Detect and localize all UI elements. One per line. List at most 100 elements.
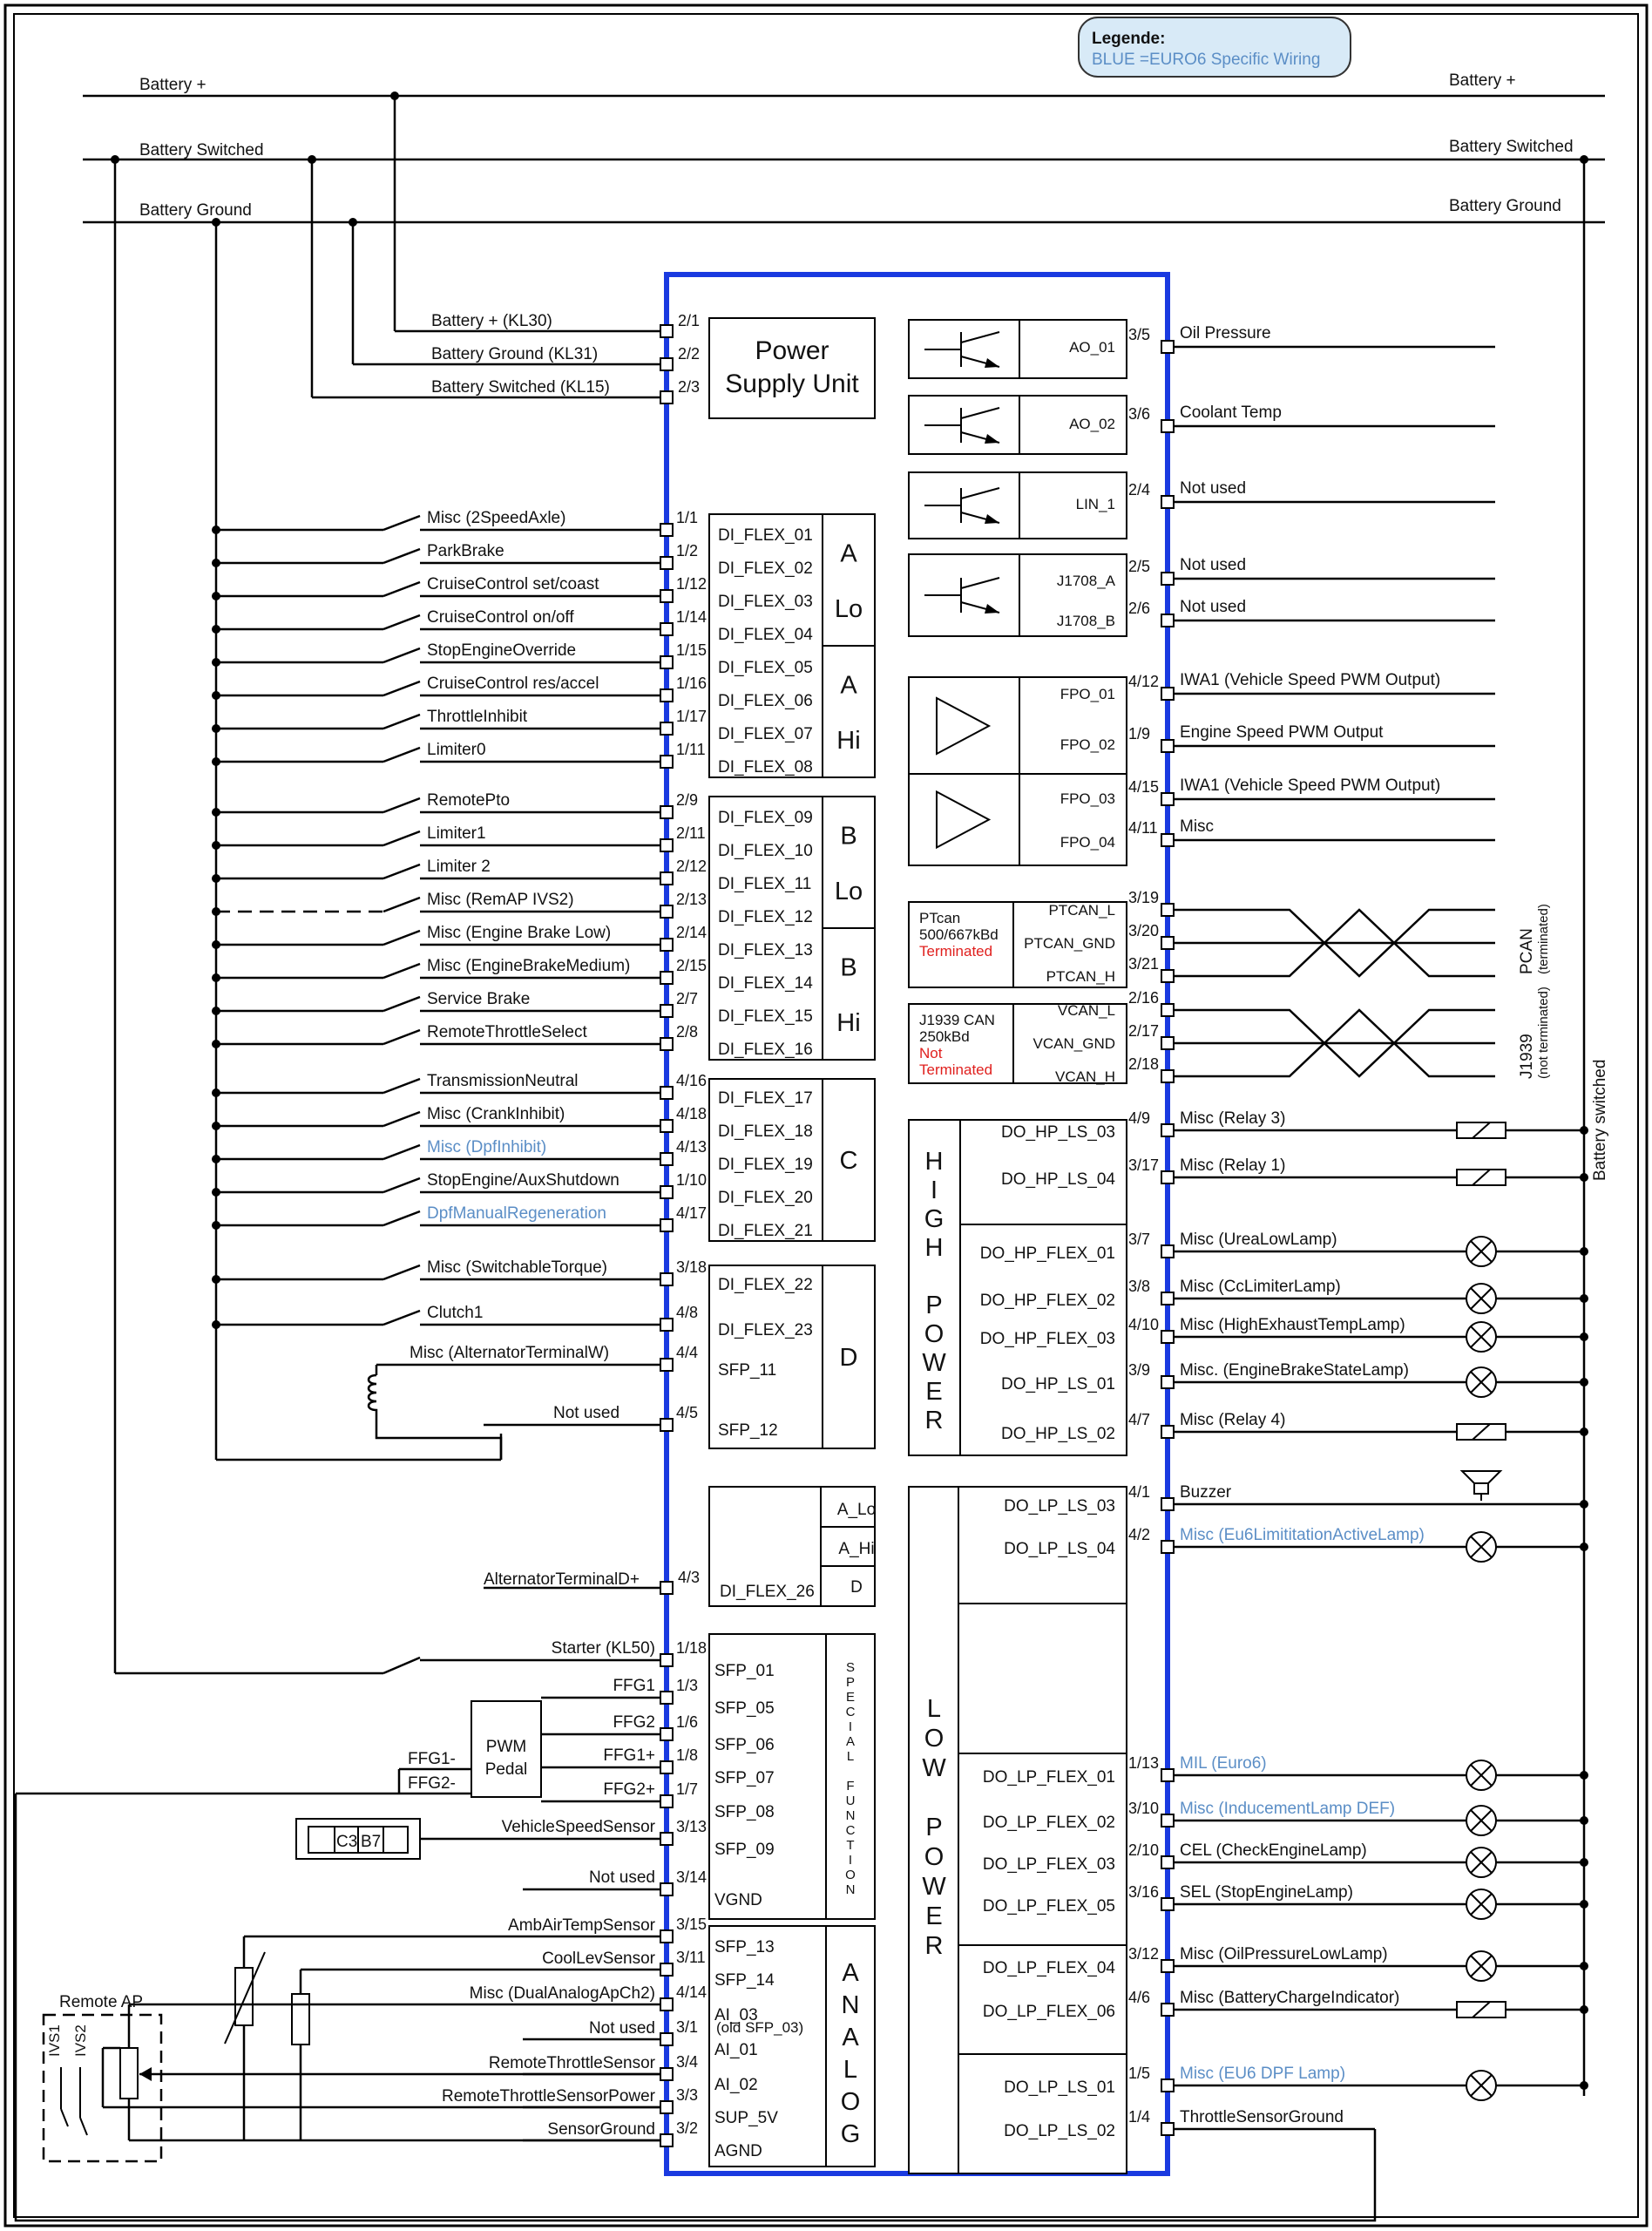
- high-power-letter: O: [924, 1320, 944, 1348]
- switch-contact: [383, 929, 421, 946]
- high-power-letter: H: [925, 1234, 944, 1262]
- func-label: FPO_03: [1060, 790, 1115, 807]
- amplifier-box: [908, 773, 1127, 866]
- pin-3-16: [1161, 1897, 1175, 1911]
- input-pin-label: 2/11: [676, 824, 706, 842]
- pin-2-12: [660, 871, 674, 885]
- switch-contact: [383, 514, 421, 532]
- high-power-letter: H: [925, 1148, 944, 1176]
- can-info: Terminated: [919, 1061, 992, 1078]
- di26-opt-1: A_Lo: [837, 1501, 876, 1519]
- input-pin-label: 1/2: [676, 542, 698, 559]
- special-flex: SFP_08: [714, 1803, 775, 1821]
- switch-contact: [383, 647, 421, 664]
- pin-1-1: [660, 523, 674, 537]
- can-wire-h: [1168, 1008, 1495, 1078]
- switch-contact: [383, 713, 421, 730]
- output-pin-label: 3/5: [1128, 326, 1150, 343]
- output-label: Misc (HighExhaustTempLamp): [1180, 1316, 1405, 1334]
- pin-1-18: [660, 1653, 674, 1667]
- output-label: Misc. (EngineBrakeStateLamp): [1180, 1361, 1409, 1380]
- junction-dot: [1580, 1427, 1588, 1436]
- output-label: Misc (Relay 3): [1180, 1109, 1285, 1128]
- speed-sensor-connector: C3 B7: [295, 1818, 667, 1860]
- input-label: Misc (2SpeedAxle): [427, 509, 565, 527]
- output-label: Not used: [1180, 598, 1246, 616]
- junction-dot: [1580, 2081, 1588, 2090]
- can-pin: 2/17: [1128, 1022, 1159, 1040]
- input-pin-label: 4/17: [676, 1204, 707, 1222]
- conn-c3: C3: [336, 1833, 357, 1851]
- di-flex-label: DI_FLEX_17: [718, 1089, 813, 1108]
- group-sub: Hi: [836, 727, 860, 755]
- can-bus-name: J1939: [1518, 1034, 1536, 1079]
- special-pin: 3/13: [676, 1818, 707, 1835]
- input-label: Misc (AlternatorTerminalW): [410, 1344, 609, 1362]
- pin-1-16: [660, 688, 674, 702]
- switch-contact: [383, 680, 421, 697]
- di-flex-label: SFP_11: [718, 1361, 776, 1380]
- pin-1-9: [1161, 739, 1175, 753]
- pin-4-6: [1161, 2003, 1175, 2017]
- low-power-letter: P: [925, 1814, 942, 1841]
- conn-b7: B7: [361, 1833, 381, 1851]
- analog-pin: 3/15: [676, 1916, 707, 1933]
- switch-contact: [383, 1309, 421, 1326]
- input-pin-label: 1/14: [676, 608, 707, 626]
- special-pin: 1/18: [676, 1639, 707, 1657]
- pin-4-15: [1161, 792, 1175, 806]
- can-func: PTCAN_GND: [1024, 935, 1115, 952]
- input-pin-label: 4/8: [676, 1304, 698, 1321]
- can-func: VCAN_H: [1055, 1068, 1115, 1085]
- can-wire-l: [1168, 908, 1495, 978]
- low-power-box-3: [958, 1753, 1127, 2055]
- input-label: CruiseControl on/off: [427, 608, 574, 627]
- pin-3-9: [1161, 1375, 1175, 1389]
- input-label: Limiter 2: [427, 858, 491, 876]
- output-pin-label: 3/9: [1128, 1361, 1150, 1379]
- output-label: Misc (Relay 4): [1180, 1411, 1285, 1429]
- pin-1-2: [660, 556, 674, 570]
- pin-4-2: [1161, 1540, 1175, 1554]
- output-label: CEL (CheckEngineLamp): [1180, 1841, 1367, 1860]
- group-letter: C: [840, 1147, 858, 1175]
- func-label: FPO_01: [1060, 686, 1115, 702]
- pwm-pedal-out1: FFG1-: [408, 1750, 456, 1768]
- relay-icon: [1456, 1169, 1506, 1186]
- analog-label: RemoteThrottleSensor: [489, 2054, 656, 2072]
- switch-contact: [383, 1264, 421, 1281]
- junction-dot: [212, 1221, 220, 1230]
- amb-air-sensor: [234, 1967, 254, 2026]
- analog-pin: 3/11: [676, 1949, 706, 1966]
- input-pin-label: 2/7: [676, 990, 698, 1007]
- output-label: Misc (BatteryChargeIndicator): [1180, 1989, 1399, 2007]
- pin-2-14: [660, 938, 674, 952]
- output-label: Misc (UreaLowLamp): [1180, 1231, 1337, 1249]
- power-input-label-2: Battery Ground (KL31): [431, 345, 598, 363]
- func-label: J1708_A: [1057, 573, 1116, 589]
- pin-3-5: [1161, 340, 1175, 354]
- transistor-icon: [924, 487, 1000, 524]
- di-box: DI_FLEX_09DI_FLEX_10DI_FLEX_11DI_FLEX_12…: [708, 796, 876, 1061]
- analog-flex: AGND: [714, 2142, 762, 2160]
- group-letter: B: [840, 953, 856, 981]
- special-label: FFG1+: [603, 1746, 655, 1765]
- pwm-pedal: PWM Pedal FFG1- FFG2-: [16, 1696, 667, 1803]
- do-func: DO_LP_FLEX_02: [983, 1814, 1115, 1832]
- do-func: DO_HP_FLEX_02: [980, 1292, 1115, 1310]
- special-function-letter: E: [846, 1690, 855, 1705]
- junction-dot: [1580, 1247, 1588, 1256]
- input-pin-label: 2/13: [676, 891, 707, 908]
- input-label: StopEngine/AuxShutdown: [427, 1171, 620, 1190]
- pin-1-8: [660, 1760, 674, 1774]
- battery-switched-label-right: Battery Switched: [1449, 138, 1574, 156]
- junction-dot: [212, 841, 220, 850]
- special-function-letter: F: [846, 1779, 854, 1794]
- di-flex-label: SFP_12: [718, 1421, 778, 1440]
- pin-2-7: [660, 1004, 674, 1018]
- input-label: Misc (SwitchableTorque): [427, 1258, 607, 1277]
- do-func: DO_HP_FLEX_03: [980, 1330, 1115, 1348]
